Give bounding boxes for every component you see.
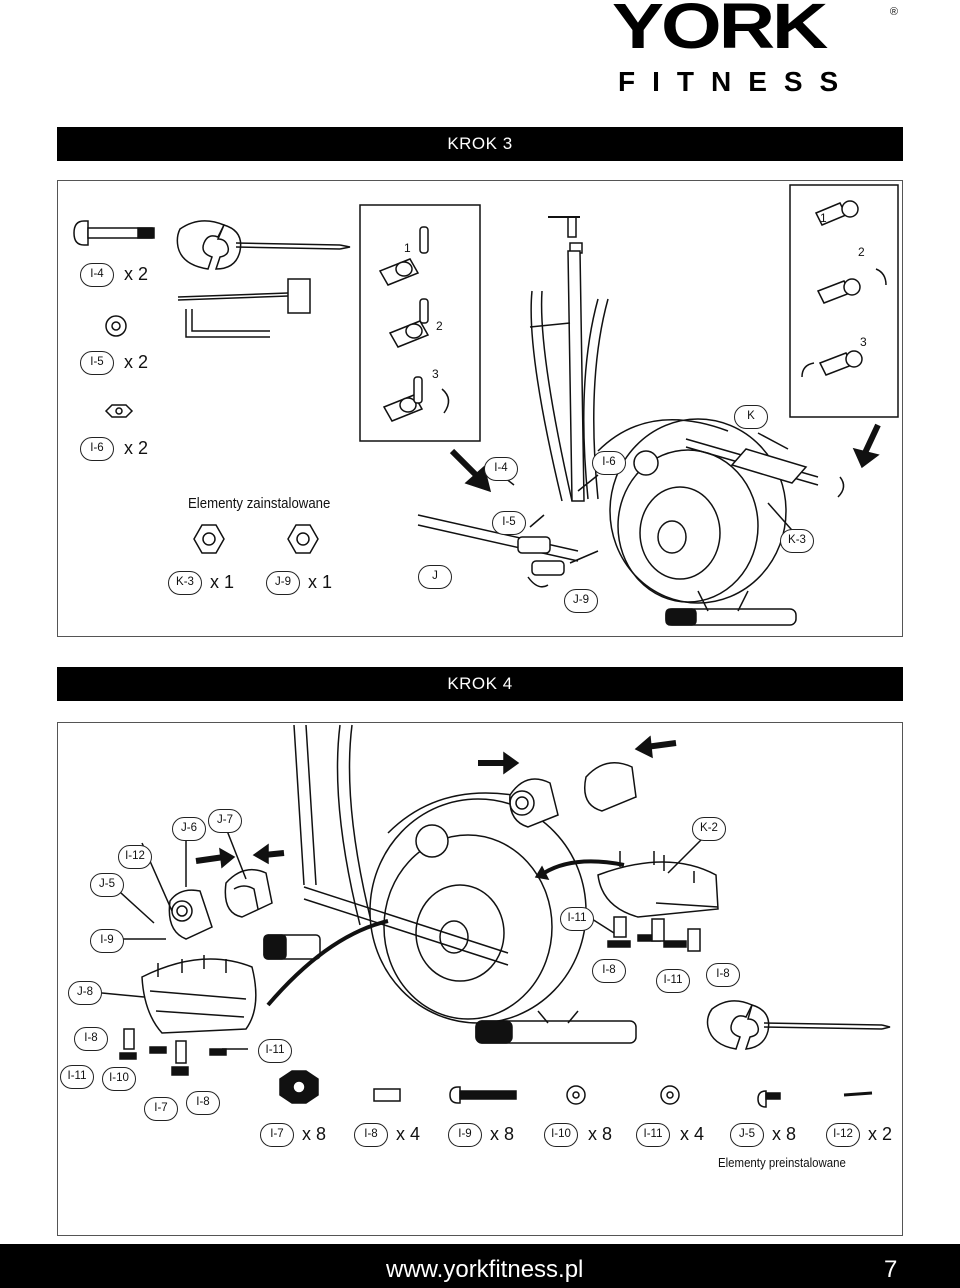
callout-label: I-4 <box>484 457 518 481</box>
logo-registered-mark: ® <box>889 6 898 18</box>
part-label: I-12 <box>826 1123 860 1147</box>
step3-title-bar: KROK 3 <box>57 127 903 161</box>
installed-note: Elementy zainstalowane <box>188 495 331 512</box>
callout-label: I-9 <box>90 929 124 953</box>
detail-step-number: 2 <box>436 319 443 333</box>
logo-york-text: YORK <box>612 0 828 63</box>
part-label: I-5 <box>80 351 114 375</box>
part-quantity: x 2 <box>124 352 149 372</box>
callout-label: I-8 <box>592 959 626 983</box>
part-label: I-8 <box>354 1123 388 1147</box>
preinstalled-note: Elementy preinstalowane <box>718 1155 846 1170</box>
callout-label: K-2 <box>692 817 726 841</box>
installed-part-label: K-3 <box>168 571 202 595</box>
footer-website: www.yorkfitness.pl <box>386 1256 584 1283</box>
callout-label: J-7 <box>208 809 242 833</box>
part-label: I-10 <box>544 1123 578 1147</box>
callout-label: I-11 <box>560 907 594 931</box>
part-quantity: x 8 <box>772 1124 797 1144</box>
callout-label: I-5 <box>492 511 526 535</box>
part-label: J-5 <box>730 1123 764 1147</box>
callout-label: K-3 <box>780 529 814 553</box>
right-detail-step-number: 1 <box>820 211 827 225</box>
callout-label: I-6 <box>592 451 626 475</box>
detail-step-number: 3 <box>432 367 439 381</box>
callout-label: I-11 <box>258 1039 292 1063</box>
step3-panel: I-4 x 2 I-5 x 2 I-6 x 2 Elementy zainsta… <box>57 180 903 637</box>
callout-label: J-5 <box>90 873 124 897</box>
installed-part-quantity: x 1 <box>308 572 333 592</box>
part-label: I-9 <box>448 1123 482 1147</box>
callout-label: J-8 <box>68 981 102 1005</box>
step4-illustration <box>101 724 891 1108</box>
callout-label: I-7 <box>144 1097 178 1121</box>
callout-label: K <box>734 405 768 429</box>
step4-panel: I-12 J-6 J-7 J-5 I-9 J-8 I-8 I-11 I-10 I… <box>57 722 903 1236</box>
callout-label: I-8 <box>186 1091 220 1115</box>
callout-label: I-11 <box>656 969 690 993</box>
part-quantity: x 2 <box>868 1124 893 1144</box>
part-quantity: x 2 <box>124 438 149 458</box>
installed-part-label: J-9 <box>266 571 300 595</box>
right-detail-step-number: 2 <box>858 245 865 259</box>
step3-illustration <box>73 184 899 626</box>
callout-label: I-10 <box>102 1067 136 1091</box>
part-label: I-11 <box>636 1123 670 1147</box>
part-quantity: x 8 <box>490 1124 515 1144</box>
callout-label: I-8 <box>706 963 740 987</box>
part-label: I-4 <box>80 263 114 287</box>
step4-title-bar: KROK 4 <box>57 667 903 701</box>
part-quantity: x 4 <box>680 1124 705 1144</box>
installed-part-quantity: x 1 <box>210 572 235 592</box>
right-detail-step-number: 3 <box>860 335 867 349</box>
detail-step-number: 1 <box>404 241 411 255</box>
callout-label: I-12 <box>118 845 152 869</box>
callout-label: I-8 <box>74 1027 108 1051</box>
logo-fitness-text: FITNESS <box>618 66 856 97</box>
page-number: 7 <box>884 1256 898 1283</box>
part-quantity: x 2 <box>124 264 149 284</box>
callout-label: J <box>418 565 452 589</box>
york-fitness-logo: YORK ® FITNESS <box>612 0 902 97</box>
part-label: I-7 <box>260 1123 294 1147</box>
part-quantity: x 8 <box>588 1124 613 1144</box>
part-label: I-6 <box>80 437 114 461</box>
callout-label: I-11 <box>60 1065 94 1089</box>
part-quantity: x 4 <box>396 1124 421 1144</box>
callout-label: J-6 <box>172 817 206 841</box>
page-footer: www.yorkfitness.pl 7 <box>0 1244 960 1288</box>
callout-label: J-9 <box>564 589 598 613</box>
part-quantity: x 8 <box>302 1124 327 1144</box>
